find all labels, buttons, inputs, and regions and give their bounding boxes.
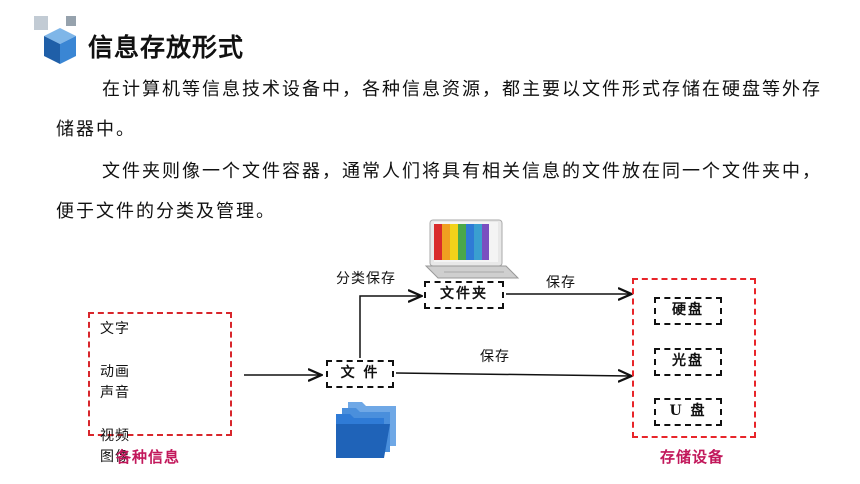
arrow-label-save-folder: 保存 xyxy=(546,275,576,291)
info-item-sound: 声音 xyxy=(100,385,130,401)
storage-item-opticaldisc: 光盘 xyxy=(654,348,722,376)
laptop-binders-icon xyxy=(424,216,520,280)
arrow-label-classify: 分类保存 xyxy=(336,271,396,287)
info-item-animation: 动画 xyxy=(100,364,130,380)
cube-logo-icon xyxy=(30,10,88,68)
arrow-label-save-file: 保存 xyxy=(480,349,510,365)
folder-box: 文件夹 xyxy=(424,281,504,309)
storage-caption: 存储设备 xyxy=(660,448,725,466)
info-item-text: 文字 xyxy=(100,321,130,337)
info-caption: 各种信息 xyxy=(116,448,181,466)
blue-folders-icon xyxy=(332,398,404,460)
info-box xyxy=(88,312,232,436)
file-label: 文 件 xyxy=(340,365,380,381)
storage-box xyxy=(632,278,756,438)
folder-label: 文件夹 xyxy=(440,286,488,302)
storage-label-harddisk: 硬盘 xyxy=(672,302,704,318)
info-item-image: 图像 xyxy=(100,449,130,465)
storage-item-harddisk: 硬盘 xyxy=(654,297,722,325)
page-title: 信息存放形式 xyxy=(88,33,245,62)
storage-item-usb: U 盘 xyxy=(654,398,722,426)
paragraph-1: 在计算机等信息技术设备中，各种信息资源，都主要以文件形式存储在硬盘等外存储器中。 xyxy=(56,79,822,140)
arrow-file-to-storage xyxy=(395,373,630,376)
paragraph-2: 文件夹则像一个文件容器，通常人们将具有相关信息的文件放在同一个文件夹中，便于文件… xyxy=(56,161,822,222)
info-item-video: 视频 xyxy=(100,428,130,444)
arrow-file-to-folder xyxy=(359,296,420,358)
file-box: 文 件 xyxy=(326,360,394,388)
storage-label-usb: U 盘 xyxy=(669,403,707,419)
storage-label-opticaldisc: 光盘 xyxy=(672,353,704,369)
